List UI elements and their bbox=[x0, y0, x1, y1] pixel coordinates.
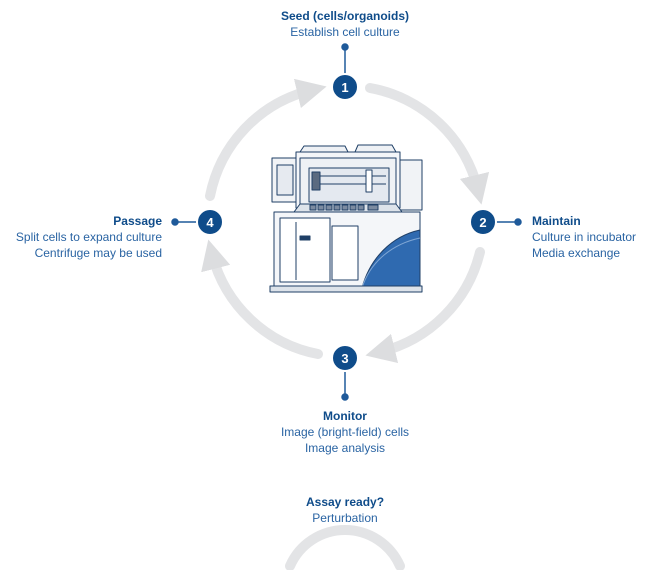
step-2-circle bbox=[469, 208, 497, 236]
step-4-line-2: Centrifuge may be used bbox=[34, 246, 162, 260]
step-2-number: 2 bbox=[479, 215, 486, 230]
step-3-line-1: Image (bright-field) cells bbox=[280, 425, 410, 439]
assay-label: Assay ready? Perturbation bbox=[306, 494, 384, 526]
arrow-2-to-3 bbox=[365, 247, 485, 364]
connector-2-dot bbox=[514, 218, 522, 226]
step-4-circle bbox=[196, 208, 224, 236]
assay-title: Assay ready? bbox=[305, 495, 385, 509]
step-1-label: Seed (cells/organoids) Establish cell cu… bbox=[281, 8, 409, 40]
step-2-line-2: Media exchange bbox=[532, 246, 621, 260]
step-4-label: Passage Split cells to expand culture Ce… bbox=[16, 213, 162, 261]
step-3-number: 3 bbox=[341, 351, 348, 366]
step-1-line-1: Establish cell culture bbox=[290, 25, 400, 39]
arrow-1-to-2 bbox=[365, 83, 490, 205]
step-3-circle bbox=[331, 344, 359, 372]
step-1-circle bbox=[331, 73, 359, 101]
assay-line: Perturbation bbox=[312, 511, 378, 525]
step-4-number: 4 bbox=[206, 215, 214, 230]
step-3-label: Monitor Image (bright-field) cells Image… bbox=[281, 408, 409, 456]
assay-loop-arrow bbox=[285, 524, 405, 570]
arrow-4-to-1 bbox=[205, 78, 327, 201]
instrument-illustration bbox=[269, 144, 423, 293]
step-4-line-1: Split cells to expand culture bbox=[15, 230, 162, 244]
step-4-title: Passage bbox=[113, 214, 162, 228]
connector-1-dot bbox=[341, 43, 349, 51]
arrow-3-to-4 bbox=[201, 239, 323, 359]
step-3-title: Monitor bbox=[322, 409, 367, 423]
step-2-title: Maintain bbox=[532, 214, 581, 228]
step-2-line-1: Culture in incubator bbox=[532, 230, 637, 244]
connector-4-dot bbox=[171, 218, 179, 226]
step-2-label: Maintain Culture in incubator Media exch… bbox=[532, 213, 636, 261]
connector-3-dot bbox=[341, 393, 349, 401]
step-1-number: 1 bbox=[341, 80, 348, 95]
step-3-line-2: Image analysis bbox=[304, 441, 386, 455]
step-1-title: Seed (cells/organoids) bbox=[280, 9, 410, 23]
